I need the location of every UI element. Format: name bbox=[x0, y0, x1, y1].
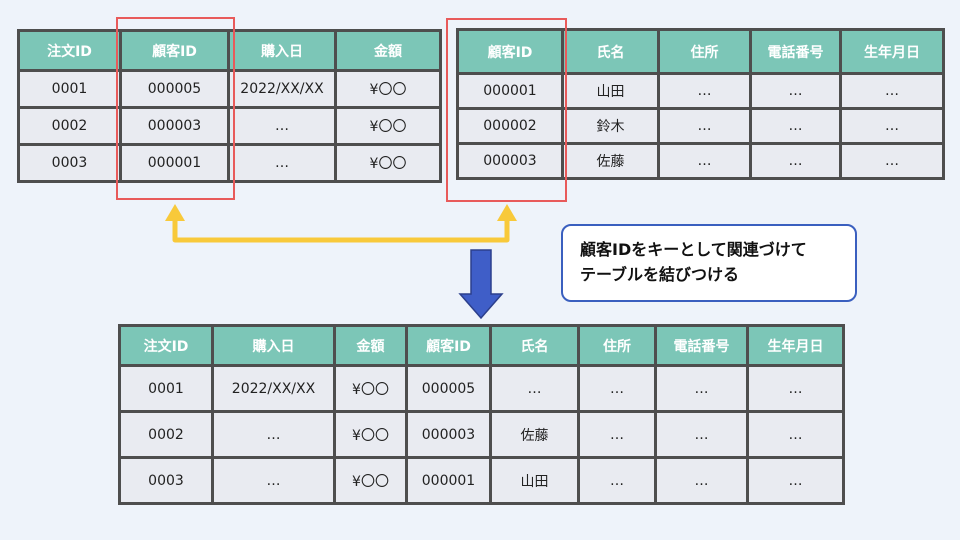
table-row: 0001 2022/XX/XX ¥〇〇 000005 … … … … bbox=[118, 364, 845, 413]
table-cell: 000001 bbox=[456, 72, 564, 110]
joined-header-order-id: 注文ID bbox=[118, 324, 214, 367]
table-cell: 0001 bbox=[17, 69, 122, 109]
table-cell: ¥〇〇 bbox=[334, 106, 442, 146]
table-cell: … bbox=[654, 410, 749, 459]
table-cell: 山田 bbox=[489, 456, 580, 505]
table-cell: … bbox=[657, 72, 752, 110]
joined-header-purchase-date: 購入日 bbox=[211, 324, 336, 367]
table-cell: … bbox=[657, 107, 752, 145]
table-cell: … bbox=[746, 364, 845, 413]
table-cell: ¥〇〇 bbox=[333, 456, 408, 505]
customers-header-row: 顧客ID 氏名 住所 電話番号 生年月日 bbox=[456, 28, 945, 75]
customers-header-customer-id: 顧客ID bbox=[456, 28, 564, 75]
table-cell: … bbox=[839, 107, 945, 145]
table-cell: 000002 bbox=[456, 107, 564, 145]
table-cell: … bbox=[577, 456, 657, 505]
table-cell: 山田 bbox=[561, 72, 660, 110]
down-arrow bbox=[458, 249, 504, 320]
orders-header-purchase-date: 購入日 bbox=[227, 29, 337, 72]
table-cell: 佐藤 bbox=[489, 410, 580, 459]
callout-line-2: テーブルを結びつける bbox=[580, 265, 740, 284]
table-cell: 000001 bbox=[119, 143, 230, 183]
table-cell: 鈴木 bbox=[561, 107, 660, 145]
table-cell: 000003 bbox=[456, 142, 564, 180]
table-cell: 0003 bbox=[118, 456, 214, 505]
table-cell: ¥〇〇 bbox=[334, 143, 442, 183]
orders-header-customer-id: 顧客ID bbox=[119, 29, 230, 72]
table-cell: 000001 bbox=[405, 456, 492, 505]
table-cell: … bbox=[489, 364, 580, 413]
joined-header-row: 注文ID 購入日 金額 顧客ID 氏名 住所 電話番号 生年月日 bbox=[118, 324, 845, 367]
table-cell: 000005 bbox=[119, 69, 230, 109]
table-cell: 0001 bbox=[118, 364, 214, 413]
table-cell: 2022/XX/XX bbox=[227, 69, 337, 109]
orders-header-row: 注文ID 顧客ID 購入日 金額 bbox=[17, 29, 442, 72]
table-cell: 000005 bbox=[405, 364, 492, 413]
link-arrowhead-left bbox=[165, 204, 185, 221]
table-cell: … bbox=[657, 142, 752, 180]
table-cell: … bbox=[654, 456, 749, 505]
table-cell: … bbox=[746, 410, 845, 459]
table-cell: 000003 bbox=[119, 106, 230, 146]
joined-header-birthdate: 生年月日 bbox=[746, 324, 845, 367]
table-cell: … bbox=[749, 107, 842, 145]
customers-header-phone: 電話番号 bbox=[749, 28, 842, 75]
table-cell: ¥〇〇 bbox=[334, 69, 442, 109]
table-cell: … bbox=[839, 142, 945, 180]
table-row: 0003 … ¥〇〇 000001 山田 … … … bbox=[118, 456, 845, 505]
table-cell: … bbox=[749, 72, 842, 110]
table-cell: … bbox=[577, 410, 657, 459]
table-row: 0003 000001 … ¥〇〇 bbox=[17, 143, 442, 183]
customers-header-name: 氏名 bbox=[561, 28, 660, 75]
table-cell: … bbox=[746, 456, 845, 505]
link-arrow bbox=[165, 204, 517, 243]
joined-header-amount: 金額 bbox=[333, 324, 408, 367]
table-cell: … bbox=[577, 364, 657, 413]
table-row: 0002 … ¥〇〇 000003 佐藤 … … … bbox=[118, 410, 845, 459]
joined-header-address: 住所 bbox=[577, 324, 657, 367]
table-cell: … bbox=[211, 410, 336, 459]
table-cell: … bbox=[839, 72, 945, 110]
orders-header-amount: 金額 bbox=[334, 29, 442, 72]
join-explanation-callout: 顧客IDをキーとして関連づけて テーブルを結びつける bbox=[561, 224, 857, 302]
link-arrow-line bbox=[172, 219, 510, 243]
table-cell: … bbox=[654, 364, 749, 413]
joined-table: 注文ID 購入日 金額 顧客ID 氏名 住所 電話番号 生年月日 0001 20… bbox=[118, 324, 845, 505]
callout-line-1: 顧客IDをキーとして関連づけて bbox=[580, 240, 807, 259]
orders-header-order-id: 注文ID bbox=[17, 29, 122, 72]
table-cell: 2022/XX/XX bbox=[211, 364, 336, 413]
joined-header-name: 氏名 bbox=[489, 324, 580, 367]
customers-header-address: 住所 bbox=[657, 28, 752, 75]
orders-table: 注文ID 顧客ID 購入日 金額 0001 000005 2022/XX/XX … bbox=[17, 29, 442, 183]
table-row: 0002 000003 … ¥〇〇 bbox=[17, 106, 442, 146]
table-row: 000003 佐藤 … … … bbox=[456, 142, 945, 180]
table-cell: 000003 bbox=[405, 410, 492, 459]
table-row: 000002 鈴木 … … … bbox=[456, 107, 945, 145]
table-cell: 佐藤 bbox=[561, 142, 660, 180]
table-cell: ¥〇〇 bbox=[333, 364, 408, 413]
table-cell: … bbox=[749, 142, 842, 180]
table-cell: 0003 bbox=[17, 143, 122, 183]
table-cell: … bbox=[227, 106, 337, 146]
table-cell: … bbox=[211, 456, 336, 505]
link-arrowhead-right bbox=[497, 204, 517, 221]
table-cell: 0002 bbox=[17, 106, 122, 146]
customers-header-birthdate: 生年月日 bbox=[839, 28, 945, 75]
table-row: 0001 000005 2022/XX/XX ¥〇〇 bbox=[17, 69, 442, 109]
joined-header-customer-id: 顧客ID bbox=[405, 324, 492, 367]
customers-table: 顧客ID 氏名 住所 電話番号 生年月日 000001 山田 … … … 000… bbox=[456, 28, 945, 180]
table-cell: 0002 bbox=[118, 410, 214, 459]
table-cell: … bbox=[227, 143, 337, 183]
table-cell: ¥〇〇 bbox=[333, 410, 408, 459]
table-row: 000001 山田 … … … bbox=[456, 72, 945, 110]
joined-header-phone: 電話番号 bbox=[654, 324, 749, 367]
